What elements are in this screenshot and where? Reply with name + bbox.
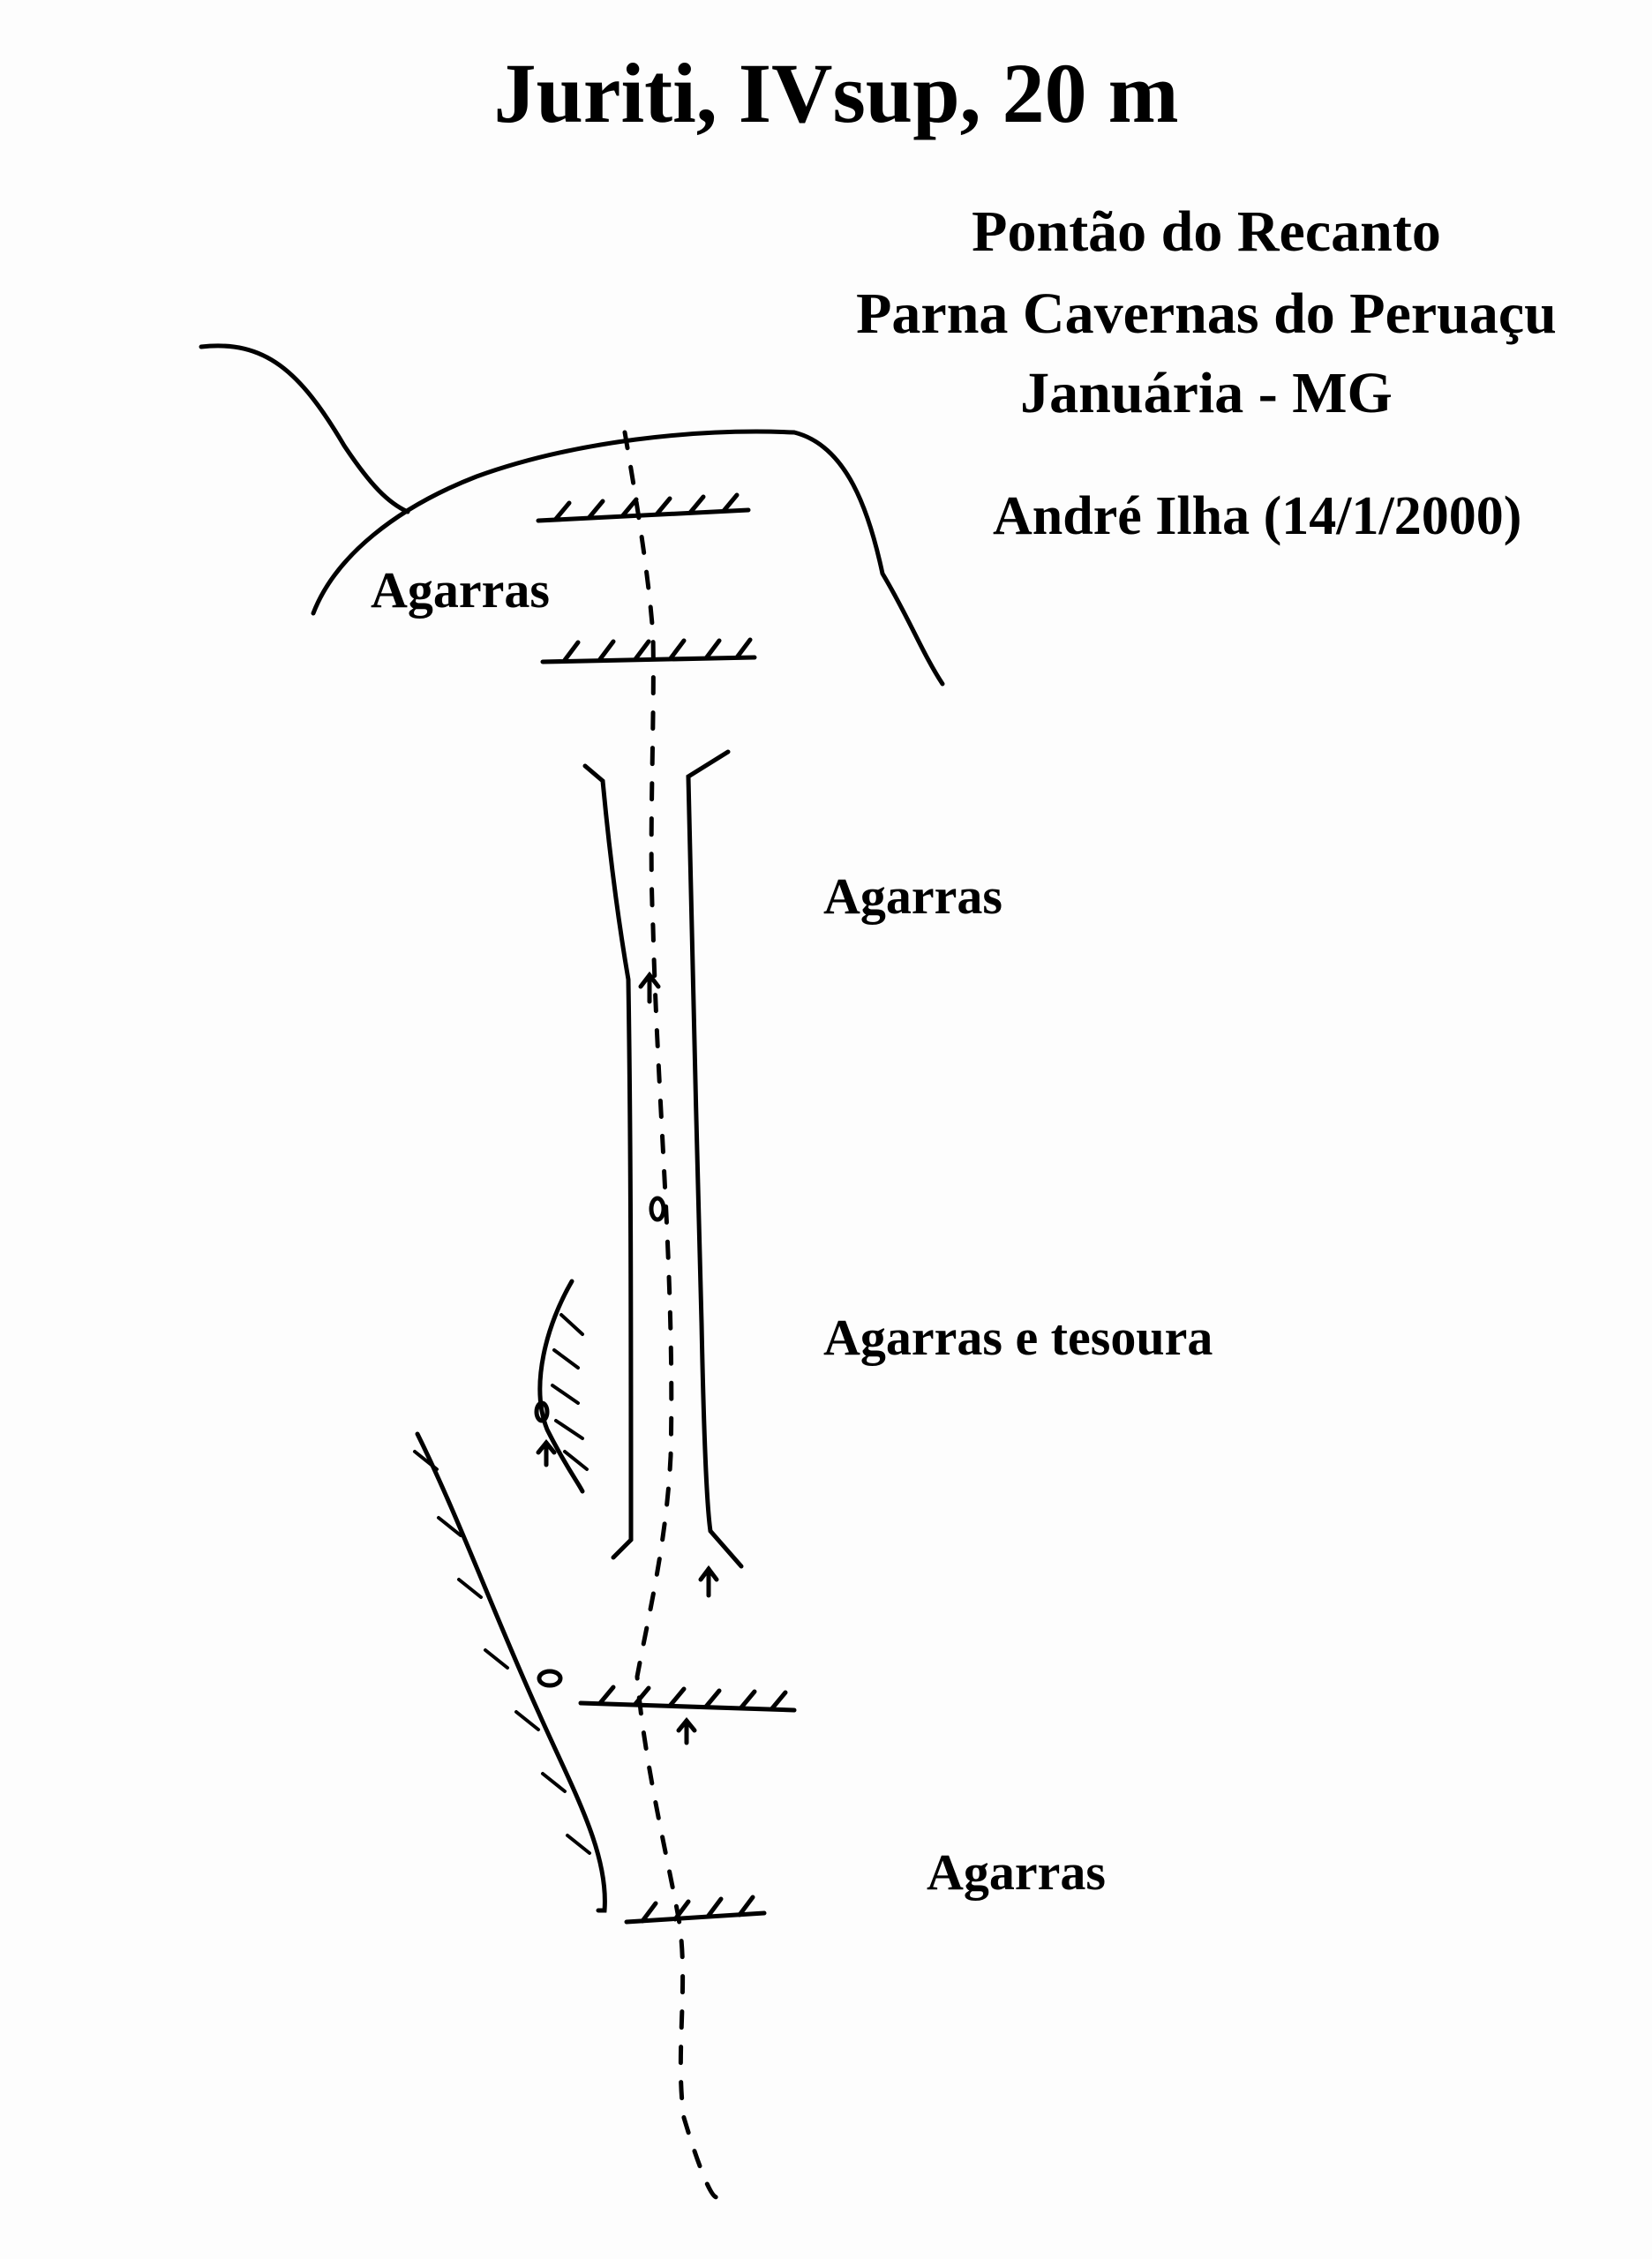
arrow-up-icon xyxy=(676,1717,697,1745)
arrow-up-icon xyxy=(698,1565,719,1598)
bolt-icon xyxy=(534,1400,550,1423)
annotation-lower-holds: Agarras xyxy=(927,1843,1106,1901)
side-flake-line xyxy=(537,1279,585,1494)
annotation-top-holds: Agarras xyxy=(371,561,550,619)
bolt-icon xyxy=(537,1669,563,1688)
route-line xyxy=(622,430,719,2200)
ledge-top-2 xyxy=(540,637,757,664)
location-city: Januária - MG xyxy=(1020,361,1393,425)
bolt-icon xyxy=(649,1196,666,1222)
ledge-lower-1 xyxy=(578,1685,797,1713)
location-park: Parna Cavernas do Peruaçu xyxy=(856,281,1557,346)
dihedral-left-wall xyxy=(582,763,634,1560)
lower-slab-edge xyxy=(415,1431,607,1913)
route-title: Juriti, IVsup, 20 m xyxy=(493,46,1179,140)
arrow-up-icon xyxy=(638,971,661,1004)
side-flake-hatching xyxy=(551,1313,589,1471)
summit-ridge-line xyxy=(199,343,410,514)
location-crag: Pontão do Recanto xyxy=(972,199,1441,264)
ledge-top-1 xyxy=(536,492,751,523)
lower-slab-hatching xyxy=(413,1450,591,1855)
ledge-lower-2 xyxy=(624,1895,767,1925)
dihedral-right-wall xyxy=(686,749,744,1569)
annotation-upper-dihedral: Agarras xyxy=(823,867,1002,925)
summit-dome-outline xyxy=(311,429,945,687)
annotation-mid-dihedral: Agarras e tesoura xyxy=(823,1309,1213,1366)
author-date: André Ilha (14/1/2000) xyxy=(993,486,1522,546)
arrow-up-icon xyxy=(536,1439,557,1467)
